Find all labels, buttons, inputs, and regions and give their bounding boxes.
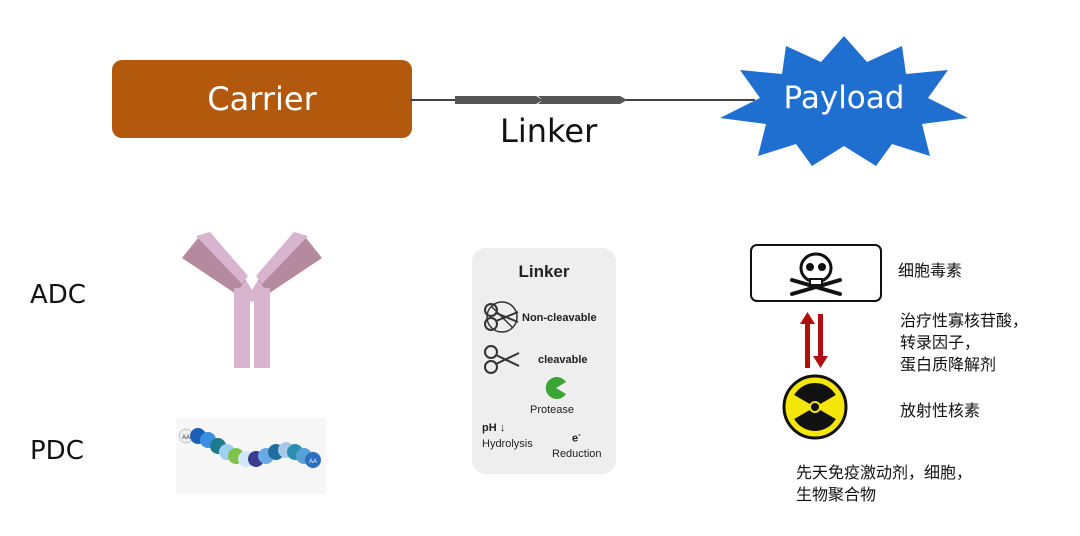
electron-label: e- bbox=[572, 430, 581, 445]
cleavable-label: cleavable bbox=[538, 354, 588, 366]
protease-label: Protease bbox=[530, 404, 575, 416]
therapeutic-line-1: 治疗性寡核苷酸， bbox=[900, 311, 1029, 330]
linker-connector bbox=[410, 96, 755, 104]
therapeutic-line-3: 蛋白质降解剂 bbox=[900, 355, 997, 374]
carrier-label: Carrier bbox=[207, 80, 317, 118]
skull-crossbones-icon bbox=[790, 252, 842, 296]
protease-pacman-icon bbox=[545, 377, 566, 399]
ph-label: pH ↓ bbox=[482, 422, 506, 434]
reduction-label: Reduction bbox=[552, 448, 602, 460]
adc-label: ADC bbox=[30, 280, 86, 310]
radiation-icon bbox=[782, 374, 848, 440]
linker-types-card: Linker Non-cleavable cleavable Protease … bbox=[472, 248, 616, 474]
aa-label-start: AA bbox=[182, 435, 190, 441]
innate-list: 先天免疫激动剂，细胞， 生物聚合物 bbox=[796, 462, 972, 506]
non-cleavable-label: Non-cleavable bbox=[522, 312, 597, 324]
non-cleavable-scissors-icon bbox=[484, 301, 519, 333]
linker-segment-2 bbox=[538, 96, 627, 104]
carrier-box: Carrier bbox=[112, 60, 412, 138]
cytotoxin-label: 细胞毒素 bbox=[898, 261, 963, 280]
cytotoxin-box bbox=[750, 244, 882, 302]
down-arrow-icon: ↓ bbox=[499, 422, 506, 434]
cleavable-scissors-icon bbox=[484, 345, 520, 374]
innate-line-1: 先天免疫激动剂，细胞， bbox=[796, 463, 973, 482]
antibody-icon bbox=[182, 232, 322, 368]
peptide-chain-icon: AA AA bbox=[176, 418, 326, 494]
linker-segment-1 bbox=[455, 96, 543, 104]
payload-star-shape bbox=[720, 36, 968, 166]
payload-label: Payload bbox=[783, 80, 905, 116]
hydrolysis-label: Hydrolysis bbox=[482, 438, 533, 450]
aa-label-end: AA bbox=[309, 459, 317, 465]
radionuclide-label: 放射性核素 bbox=[900, 401, 981, 420]
interchange-arrows-icon bbox=[800, 312, 828, 368]
linker-label: Linker bbox=[500, 112, 598, 150]
linker-card-title: Linker bbox=[518, 262, 570, 281]
pdc-label: PDC bbox=[30, 436, 84, 466]
innate-line-2: 生物聚合物 bbox=[796, 485, 877, 504]
therapeutic-line-2: 转录因子， bbox=[900, 333, 981, 352]
therapeutic-list: 治疗性寡核苷酸， 转录因子， 蛋白质降解剂 bbox=[900, 310, 1028, 376]
